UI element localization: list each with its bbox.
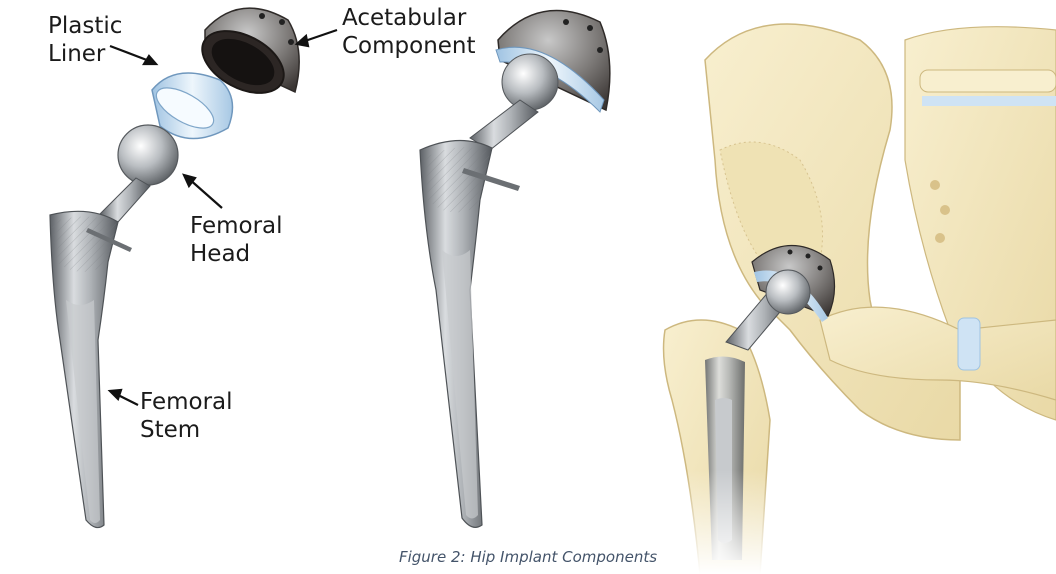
label-acetabular-line2: Component <box>342 33 476 59</box>
label-femoral-stem-line2: Stem <box>140 417 201 443</box>
figure-caption: Figure 2: Hip Implant Components <box>398 548 658 566</box>
label-femoral-head-line2: Head <box>190 241 251 267</box>
label-plastic-liner: Plastic Liner <box>48 12 122 68</box>
exploded-view <box>49 7 338 529</box>
label-femoral-stem-line1: Femoral <box>140 389 233 415</box>
label-acetabular-line1: Acetabular <box>342 5 467 31</box>
acetabular-shell <box>201 7 300 94</box>
label-femoral-stem: Femoral Stem <box>140 388 233 444</box>
femoral-stem <box>49 177 151 529</box>
implant-in-pelvis <box>640 23 1056 574</box>
label-acetabular-component: Acetabular Component <box>342 4 476 60</box>
label-plastic-liner-line2: Liner <box>48 41 106 67</box>
femoral-head-ball <box>117 124 179 186</box>
label-femoral-head-line1: Femoral <box>190 213 283 239</box>
leader-arrows <box>107 28 338 406</box>
plastic-liner <box>151 72 234 140</box>
assembled-implant <box>419 9 611 528</box>
label-femoral-head: Femoral Head <box>190 212 283 268</box>
label-plastic-liner-line1: Plastic <box>48 13 123 39</box>
